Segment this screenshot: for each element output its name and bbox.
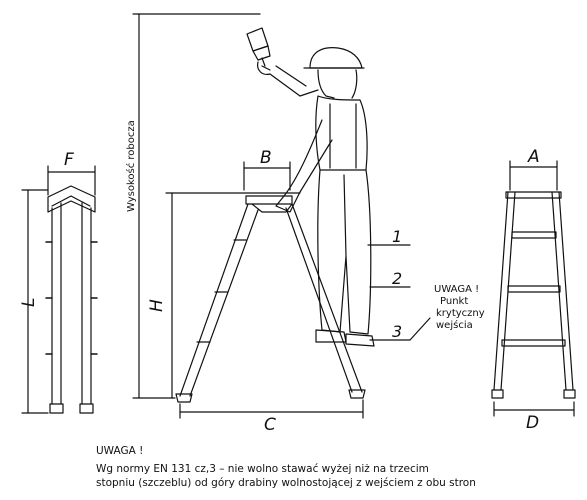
front-view-small-ladder [491,160,576,417]
worker-figure [246,27,375,347]
label-B: B [260,148,272,168]
svg-text:Punkt: Punkt [440,296,468,307]
label-working-height: Wysokość robocza [125,120,137,212]
note-line-2: stopniu (szczeblu) od góry drabiny wolno… [96,477,476,489]
note-title: UWAGA ! [96,445,144,457]
svg-text:UWAGA !: UWAGA ! [434,284,479,295]
svg-text:krytyczny: krytyczny [436,308,485,319]
note-line-1: Wg normy EN 131 cz,3 – nie wolno stawać … [96,463,429,475]
label-C: C [264,415,276,435]
side-view-ladder [21,165,98,414]
label-L: L [19,298,39,307]
front-view-ladder [165,161,366,419]
label-H: H [147,299,167,312]
label-F: F [64,150,74,170]
step-3-label: 3 [392,322,402,341]
step-2-label: 2 [392,269,402,288]
working-height-dimension [132,13,261,399]
warning-callout: UWAGA ! Punkt krytyczny wejścia [434,284,485,331]
label-A: A [527,147,540,167]
svg-text:wejścia: wejścia [436,319,473,331]
label-D: D [526,413,539,433]
step-reference-lines [367,244,431,341]
step-1-label: 1 [392,227,402,246]
